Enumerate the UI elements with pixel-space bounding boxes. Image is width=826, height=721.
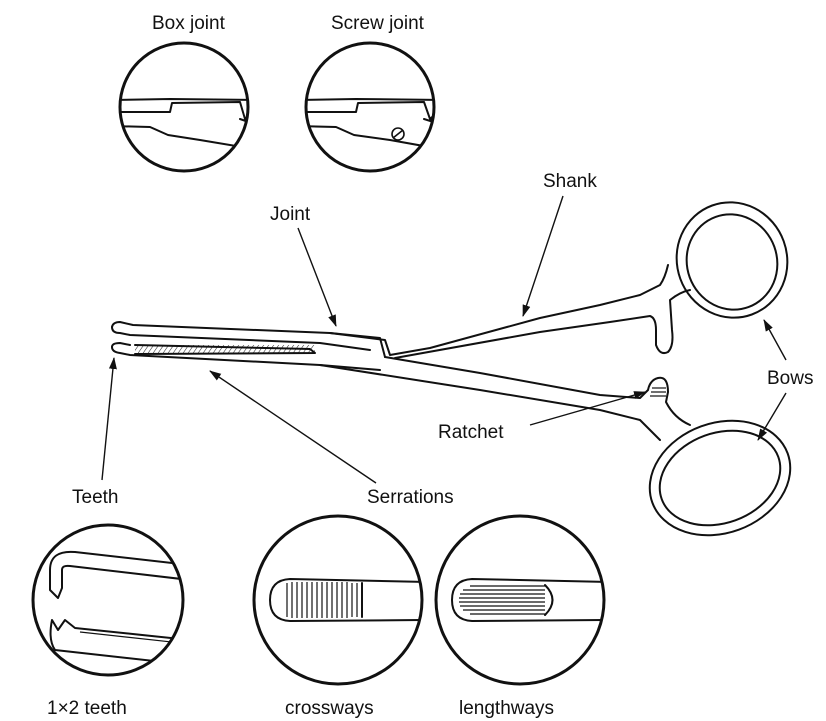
label-bows: Bows (767, 368, 813, 389)
label-serrations: Serrations (367, 487, 454, 508)
ratchet-teeth (650, 387, 666, 397)
label-crossways: crossways (285, 698, 374, 719)
upper-bow-inner (685, 213, 779, 311)
crossways-serrations (286, 582, 358, 618)
label-1x2-teeth: 1×2 teeth (47, 698, 127, 719)
bows-upper-arrow (763, 319, 787, 361)
joint-arrow (297, 227, 337, 327)
label-screw-joint: Screw joint (331, 13, 425, 34)
upper-bow (675, 201, 789, 319)
label-box-joint: Box joint (152, 13, 226, 34)
jaw-serrations (135, 345, 315, 353)
lengthways-circle (434, 514, 606, 686)
lengthways-inset (434, 514, 606, 686)
lengthways-serrations (459, 585, 545, 615)
ratchet-arrow (529, 391, 646, 426)
teeth-inset (31, 523, 185, 677)
bows-lower-arrow (757, 392, 787, 441)
crossways-inset (252, 514, 424, 686)
shank-arrow (522, 195, 564, 317)
screw-joint-inset (304, 41, 436, 173)
label-teeth: Teeth (72, 487, 118, 508)
label-joint: Joint (270, 204, 311, 225)
labels: Box joint Screw joint Joint Shank Bows R… (47, 13, 813, 719)
pointer-arrows (101, 195, 787, 484)
label-lengthways: lengthways (459, 698, 554, 719)
crossways-circle (252, 514, 424, 686)
label-shank: Shank (543, 171, 597, 192)
box-joint-inset (118, 41, 250, 173)
lower-bow (648, 419, 792, 537)
teeth-arrow (101, 357, 117, 481)
serrations-arrow (209, 370, 377, 484)
lower-bow-inner (658, 429, 782, 527)
forceps-drawing (111, 201, 792, 537)
screw-joint-circle (304, 41, 436, 173)
teeth-circle (31, 523, 185, 677)
label-ratchet: Ratchet (438, 422, 504, 443)
box-joint-circle (118, 41, 250, 173)
